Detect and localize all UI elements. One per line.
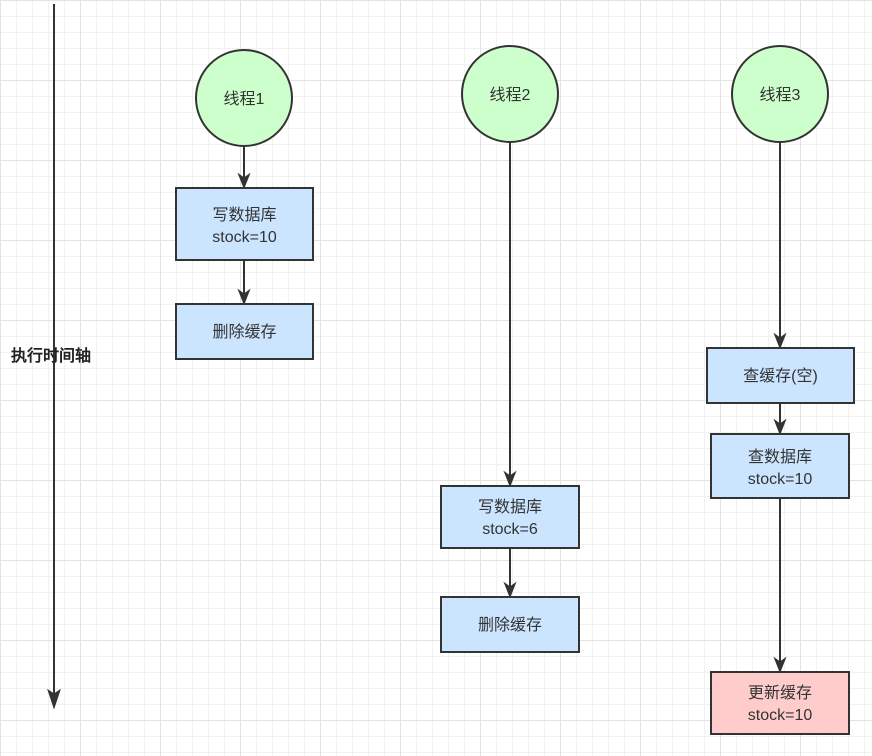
thread-1-step-2: 删除缓存 — [175, 303, 314, 360]
step-box — [706, 347, 855, 404]
arrow-head — [773, 418, 787, 436]
step-box — [440, 485, 580, 549]
step-value: stock=10 — [748, 707, 813, 724]
step-value: stock=10 — [212, 229, 277, 246]
flow-arrow — [773, 499, 787, 674]
timeline-arrowhead — [47, 688, 61, 710]
step-box — [710, 433, 850, 499]
flow-arrow — [503, 549, 517, 599]
thread-2-step-2: 删除缓存 — [440, 596, 580, 653]
timeline-axis: 执行时间轴 — [11, 4, 91, 710]
arrow-head — [237, 288, 251, 306]
flow-arrow — [773, 143, 787, 350]
step-text: 查缓存(空) — [743, 367, 818, 385]
arrow-head — [237, 172, 251, 190]
arrow-head — [773, 656, 787, 674]
step-value: stock=6 — [482, 521, 538, 538]
thread-1-step-1: 写数据库 stock=10 — [175, 187, 314, 261]
thread-2-node — [461, 45, 559, 143]
thread-3-lane: 线程3 查缓存(空) 查数据库 stock=10 — [706, 45, 855, 735]
step-text: 写数据库 — [212, 206, 276, 224]
thread-3-label: 线程3 — [760, 86, 801, 104]
step-box — [175, 187, 314, 261]
thread-1-label: 线程1 — [224, 90, 265, 108]
flow-arrow — [503, 143, 517, 488]
thread-3-step-1: 查缓存(空) — [706, 347, 855, 404]
step-text: 更新缓存 — [748, 684, 812, 702]
arrow-head — [503, 470, 517, 488]
thread-2-step-1: 写数据库 stock=6 — [440, 485, 580, 549]
thread-1-lane: 线程1 写数据库 stock=10 删除缓存 — [175, 49, 314, 360]
step-box — [440, 596, 580, 653]
thread-2-label: 线程2 — [490, 86, 531, 104]
thread-3-node — [731, 45, 829, 143]
step-text: 删除缓存 — [212, 323, 276, 341]
step-box-highlight — [710, 671, 850, 735]
step-box — [175, 303, 314, 360]
thread-2-lane: 线程2 写数据库 stock=6 删除缓存 — [440, 45, 580, 653]
thread-3-step-2: 查数据库 stock=10 — [710, 433, 850, 499]
flow-arrow — [237, 261, 251, 306]
step-text: 查数据库 — [748, 448, 812, 466]
timeline-label: 执行时间轴 — [11, 346, 91, 365]
step-value: stock=10 — [748, 471, 813, 488]
step-text: 写数据库 — [478, 498, 542, 516]
thread-3-step-3: 更新缓存 stock=10 — [710, 671, 850, 735]
flow-arrow — [773, 404, 787, 436]
thread-1-node — [195, 49, 293, 147]
arrow-head — [503, 581, 517, 599]
step-text: 删除缓存 — [478, 616, 542, 634]
flow-arrow — [237, 147, 251, 190]
arrow-head — [773, 332, 787, 350]
